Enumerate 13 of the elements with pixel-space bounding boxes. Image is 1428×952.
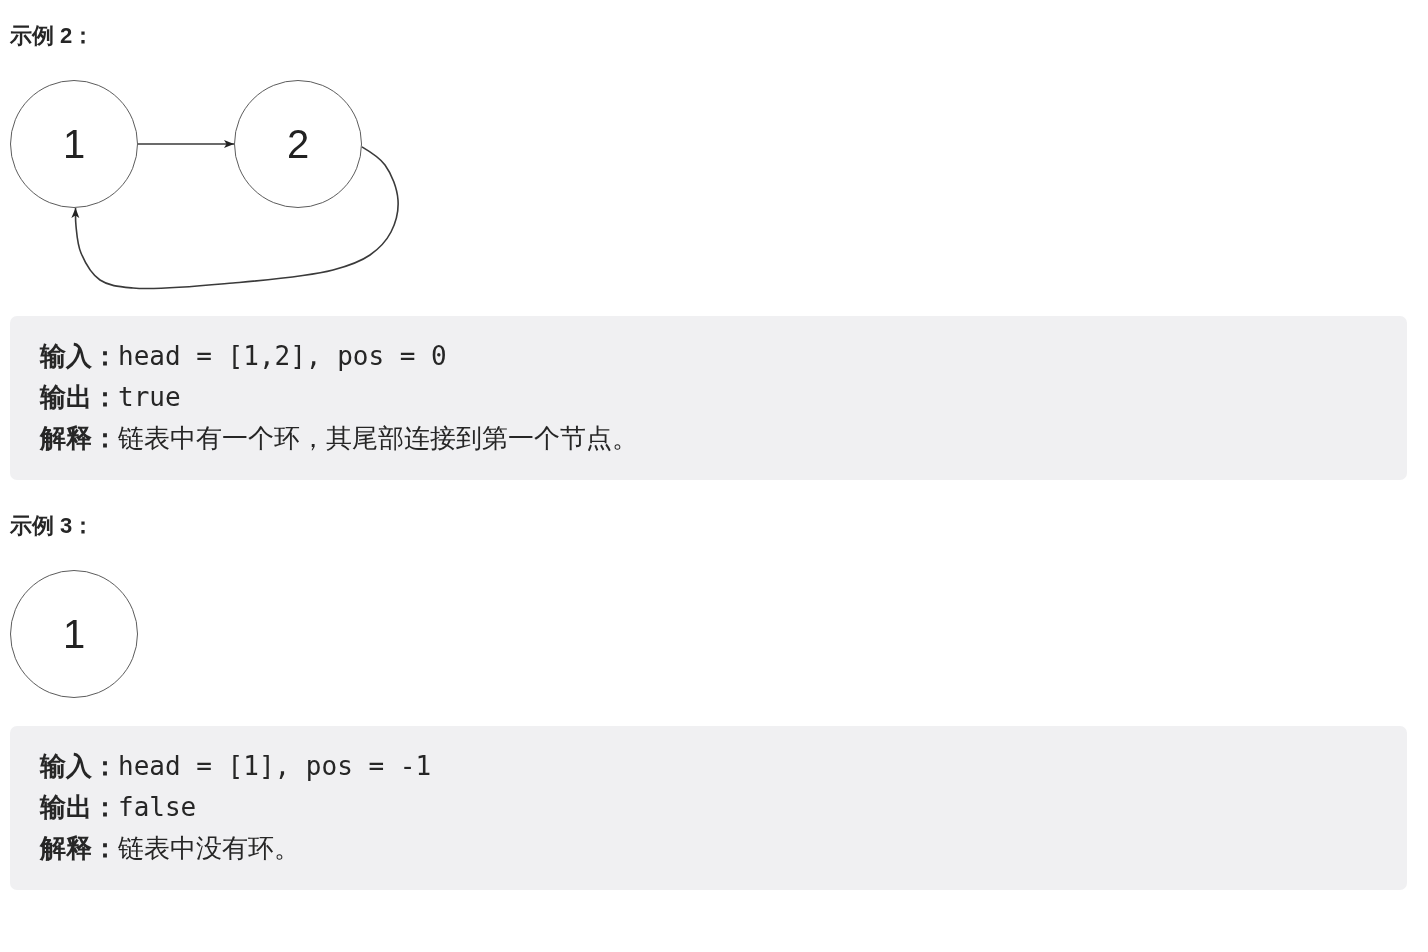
node-value: 1 (62, 124, 86, 164)
example-text-line: 输入：head = [1], pos = -1 (40, 750, 432, 783)
example-text-line: 解释：链表中没有环。 (40, 832, 300, 865)
example-text-line: 输出：true (40, 381, 181, 414)
node-value: 2 (286, 124, 310, 164)
node-value: 1 (62, 614, 86, 654)
example-heading: 示例 2： (10, 22, 95, 50)
arrow (71, 146, 399, 290)
arrow (137, 140, 235, 148)
example-heading: 示例 3： (10, 512, 95, 540)
example-text-line: 解释：链表中有一个环，其尾部连接到第一个节点。 (40, 422, 638, 455)
example-text-line: 输出：false (40, 791, 197, 824)
example-text-line: 输入：head = [1,2], pos = 0 (40, 340, 447, 373)
